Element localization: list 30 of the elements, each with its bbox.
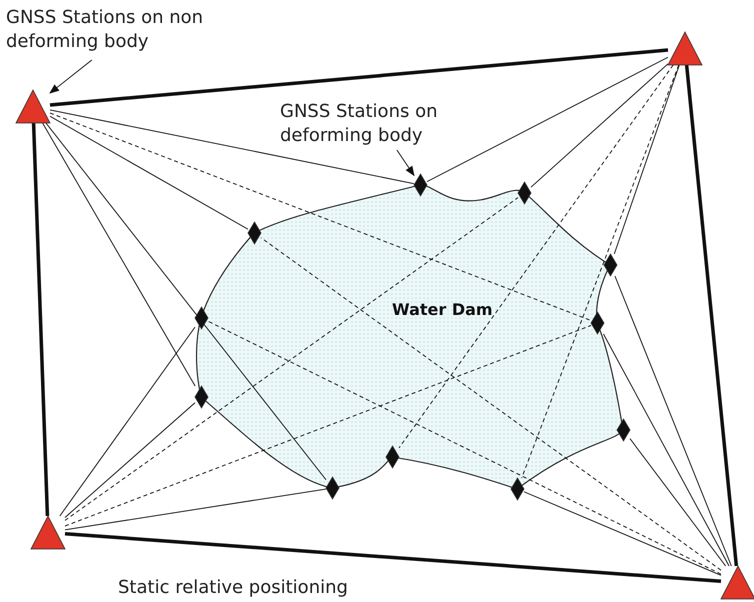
dashed-line [208,320,722,575]
dashed-line [64,197,518,521]
dashed-line [521,64,680,478]
thin-line [64,488,326,530]
thin-line [530,63,668,188]
dashed-line [50,112,592,321]
thick-line [50,48,668,107]
thin-line [42,122,196,386]
thin-line [64,402,196,518]
leader-arrow [49,60,92,94]
thick-line [684,64,738,566]
thin-line [50,110,414,184]
thick-line [32,122,50,516]
thin-line [630,438,726,566]
callout-text: GNSS Stations on non deforming body [6,6,246,60]
thin-line [524,491,722,576]
dashed-line [64,325,592,526]
thick-line [64,532,722,584]
dashed-line [398,64,674,448]
thin-line [50,116,248,230]
thin-line [614,64,680,254]
thin-line [46,122,326,480]
thin-line [59,326,196,516]
dashed-line [260,237,722,571]
thin-line [603,334,730,566]
caption: Static relative positioning [118,576,348,600]
leader-arrow [396,150,415,176]
thin-line [614,276,732,566]
thin-line [426,56,668,182]
callout-text: GNSS Stations on deforming body [280,100,480,150]
